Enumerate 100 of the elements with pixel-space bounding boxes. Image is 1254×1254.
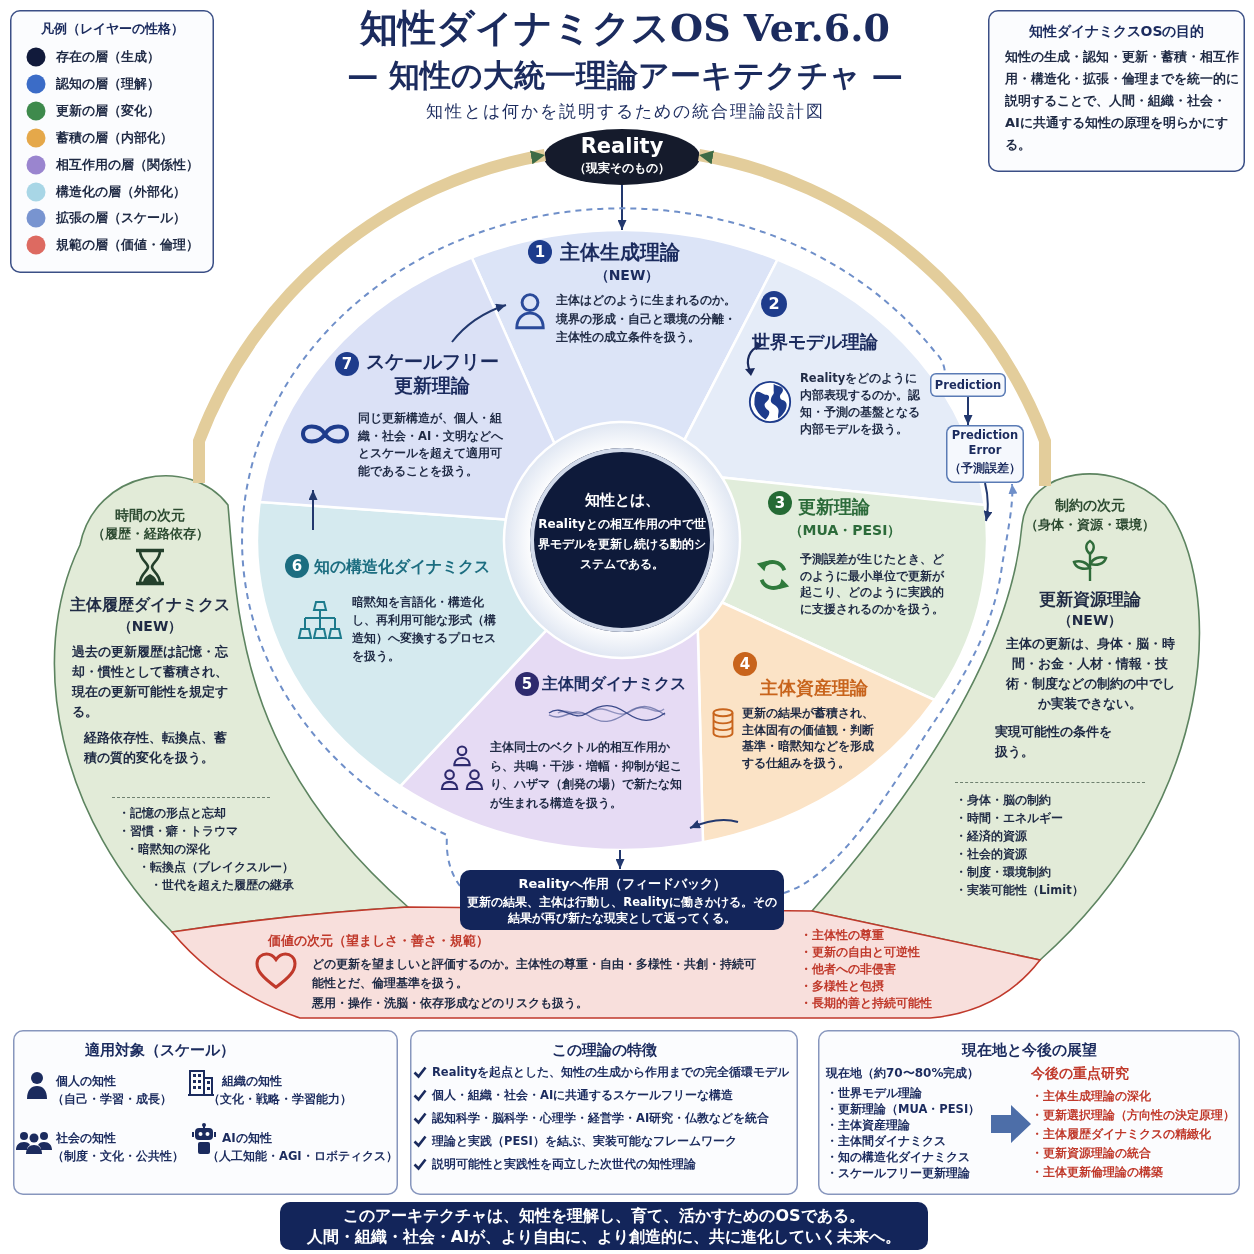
list-item: ・知の構造化ダイナミクス (826, 1149, 970, 1165)
research-item: ・主体更新倫理論の構築 (1031, 1164, 1163, 1181)
legend-text: 認知の層（理解） (56, 74, 160, 93)
feedback-box (460, 870, 784, 930)
reality-sublabel: （現実そのもの） (574, 160, 670, 176)
list-item: ・スケールフリー更新理論 (826, 1165, 970, 1181)
bullet-item: ・制度・環境制約 (955, 864, 1051, 880)
research-heading: 今後の重点研究 (1031, 1064, 1129, 1083)
theory-subtitle: （MUA・PESI） (788, 521, 902, 539)
dimension-subheading: （身体・資源・環境） (1025, 516, 1155, 533)
theory-subtitle: （NEW） (594, 266, 660, 284)
status-heading: 現在地（約70〜80%完成） (826, 1065, 980, 1082)
theory-title: 更新資源理論 (1039, 588, 1141, 610)
bullet-item: ・多様性と包摂 (800, 978, 884, 995)
arrow (963, 396, 973, 426)
bullet-item: ・暗黙知の深化 (126, 841, 210, 857)
reality-label: Reality (580, 133, 664, 159)
tagline: 知性とは何かを説明するための統合理論設計図 (425, 100, 825, 123)
info-panel (410, 1030, 798, 1195)
bullet-item: ・長期的善と持続可能性 (800, 995, 932, 1012)
theory-title: スケールフリー更新理論 (364, 350, 500, 398)
theory-title: 主体履歴ダイナミクス (70, 595, 230, 615)
list-item: ・主体資産理論 (826, 1117, 910, 1133)
scale-detail: （文化・戦略・学習能力） (208, 1091, 352, 1107)
prediction-error-label: Prediction Error (950, 428, 1020, 458)
description-text: どの更新を望ましいと評価するのか。主体性の尊重・自由・多様性・共創・持続可能性とだ、倫理基準を扱う。 (312, 956, 757, 992)
main-title: 知性ダイナミクスOS Ver.6.0 (360, 4, 890, 52)
legend-text: 存在の層（生成） (56, 48, 160, 66)
arrow (615, 849, 625, 870)
panel-heading: この理論の特徴 (551, 1040, 657, 1060)
legend-text: 相互作用の層（関係性） (56, 155, 199, 174)
bullet-item: ・主体性の尊重 (800, 927, 884, 944)
legend-text: 蓄積の層（内部化） (56, 128, 173, 147)
scale-name: AIの知性 (222, 1130, 272, 1147)
scale-name: 組織の知性 (222, 1073, 282, 1090)
legend-text: 構造化の層（外部化） (56, 182, 186, 201)
feature-item: 説明可能性と実践性を両立した次世代の知性理論 (432, 1156, 696, 1173)
scale-name: 個人の知性 (56, 1073, 116, 1090)
description-text: 過去の更新履歴は記憶・忘却・慣性として蓄積され、現在の更新可能性を規定する。 (72, 643, 229, 721)
description-text: 同じ更新構造が、個人・組織・社会・AI・文明などへとスケールを超えて適用可能であることを扱う。 (358, 410, 505, 480)
panel-heading: 現在地と今後の展望 (961, 1040, 1097, 1060)
theory-subtitle: （NEW） (1057, 611, 1123, 629)
prediction-label: Prediction (934, 377, 1002, 393)
dimension-heading: 時間の次元 (115, 506, 185, 524)
feature-item: Realityを起点とした、知性の生成から作用までの完全循環モデル (432, 1064, 790, 1081)
list-item: ・更新理論（MUA・PESI） (826, 1101, 981, 1117)
arrow (617, 184, 627, 231)
definition-heading: 知性とは、 (584, 490, 660, 510)
banner-text: 人間・組織・社会・AIが、より自由に、より創造的に、共に進化していく未来へ。 (306, 1226, 902, 1247)
description-text: Realityをどのように内部表現するのか。認知・予測の基盤となる内部モデルを扱う。 (800, 370, 921, 438)
legend-text: 規範の層（価値・倫理） (56, 236, 199, 255)
legend-text: 拡張の層（スケール） (56, 209, 186, 228)
scale-detail: （人工知能・AGI・ロボティクス） (207, 1148, 398, 1164)
description-text: 更新の結果が蓄積され、主体固有の価値観・判断基準・暗黙知などを形成する仕組みを扱う。 (742, 705, 875, 771)
dimension-subheading: （履歴・経路依存） (91, 525, 209, 542)
theory-title: 主体資産理論 (760, 677, 868, 699)
arc-arrow (193, 149, 547, 483)
dimension-heading: 制約の次元 (1055, 496, 1125, 514)
list-item: ・主体間ダイナミクス (826, 1133, 946, 1149)
dashed-arrow (783, 483, 1017, 894)
theory-subtitle: （NEW） (117, 617, 183, 635)
theory-title: 主体間ダイナミクス (542, 674, 686, 695)
description-text: 主体同士のベクトル的相互作用から、共鳴・干渉・増幅・抑制が起こり、ハザマ（創発の場）で新たな知が生まれる構造を扱う。 (490, 739, 683, 812)
info-panel (818, 1030, 1240, 1195)
closing-banner (280, 1202, 928, 1250)
scale-detail: （自己・学習・成長） (52, 1091, 172, 1107)
info-panel (13, 1030, 398, 1195)
theory-title: 主体生成理論 (560, 240, 680, 264)
theory-title: 知の構造化ダイナミクス (314, 556, 490, 578)
description-text: 主体はどのように生まれるのか。境界の形成・自己と環境の分離・主体性の成立条件を扱う。 (556, 292, 737, 346)
bullet-item: ・記憶の形点と忘却 (118, 805, 226, 821)
research-item: ・更新選択理論（方向性の決定原理） (1031, 1107, 1235, 1124)
block-arrow (991, 1105, 1031, 1143)
scale-name: 社会の知性 (56, 1130, 116, 1147)
list-item: ・世界モデル理論 (826, 1085, 922, 1101)
scale-detail: （制度・文化・公共性） (52, 1148, 184, 1164)
description-text: 経路依存性、転換点、蓄積の質的変化を扱う。 (84, 729, 228, 767)
dashed-line (241, 207, 946, 887)
arrow (983, 482, 993, 522)
banner-text: このアーキテクチャは、知性を理解し、育て、活かすためのOSである。 (343, 1205, 865, 1226)
legend-title: 凡例（レイヤーの性格） (40, 20, 184, 38)
dimension-heading: 価値の次元（望ましさ・善さ・規範） (268, 932, 489, 949)
bullet-item: ・更新の自由と可逆性 (800, 944, 920, 961)
description-text: 予測誤差が生じたとき、どのように最小単位で更新が起こり、どのように実践的に支援されるのかを扱う。 (800, 551, 946, 617)
purpose-panel (988, 10, 1245, 172)
feedback-text: 更新の結果、主体は行動し、Realityに働きかける。その結果が再び新たな現実として返ってくる。 (467, 894, 777, 926)
prediction-error-sublabel: （予測誤差） (949, 460, 1021, 476)
arrow (689, 819, 739, 829)
bullet-item: ・社会的資源 (955, 846, 1027, 862)
research-item: ・更新資源理論の統合 (1031, 1145, 1151, 1162)
arrow (451, 303, 507, 343)
panel-heading: 知性ダイナミクスOSの目的 (1028, 22, 1205, 41)
bullet-item: ・習慣・癖・トラウマ (118, 823, 238, 839)
research-item: ・主体履歴ダイナミクスの精緻化 (1031, 1126, 1211, 1143)
purpose-text: 知性の生成・認知・更新・蓄積・相互作用・構造化・拡張・倫理までを統一的に説明することで、人間・組織・社会・AIに共通する知性の原理を明らかにする。 (1005, 48, 1239, 154)
legend-text: 更新の層（変化） (56, 101, 160, 120)
theory-title: 更新理論 (798, 496, 870, 518)
prediction-error-box (946, 425, 1024, 483)
arrow (308, 489, 318, 531)
description-text: 実現可能性の条件を扱う。 (995, 723, 1113, 761)
